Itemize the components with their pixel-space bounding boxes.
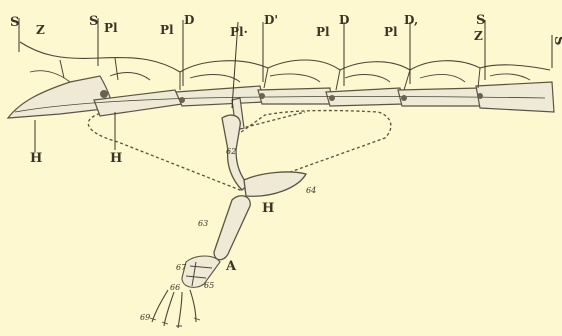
label-67: 67 bbox=[176, 263, 187, 272]
top-labels: S Z S Pl Pl D Pl· D' Pl D Pl D, S Z S bbox=[10, 13, 562, 45]
label-62: 62 bbox=[226, 147, 236, 156]
label-s1: S bbox=[10, 15, 19, 30]
label-pl4: Pl bbox=[316, 25, 330, 39]
label-d2: D' bbox=[264, 13, 278, 27]
label-s2: S bbox=[89, 14, 98, 29]
label-d1: D bbox=[184, 13, 194, 27]
label-65: 65 bbox=[204, 281, 214, 290]
forelimb bbox=[150, 98, 306, 328]
label-64: 64 bbox=[306, 186, 316, 195]
label-s4: S bbox=[551, 36, 562, 45]
label-h2: H bbox=[110, 151, 122, 166]
label-s3: S bbox=[476, 13, 485, 28]
vertebral-column bbox=[8, 42, 554, 118]
label-pl2: Pl bbox=[160, 23, 174, 37]
label-d3: D bbox=[339, 13, 349, 27]
label-h3: H bbox=[262, 201, 274, 216]
label-69: 69 bbox=[140, 313, 150, 322]
label-z1: Z bbox=[36, 23, 45, 37]
label-z2: Z bbox=[474, 29, 483, 43]
label-pl1: Pl bbox=[104, 21, 118, 35]
label-d4: D, bbox=[404, 13, 418, 27]
label-63: 63 bbox=[198, 219, 208, 228]
label-a: A bbox=[225, 259, 237, 274]
label-pl5: Pl bbox=[384, 25, 398, 39]
label-pl3: Pl· bbox=[230, 25, 248, 39]
label-h1: H bbox=[30, 151, 42, 166]
label-66: 66 bbox=[170, 283, 180, 292]
